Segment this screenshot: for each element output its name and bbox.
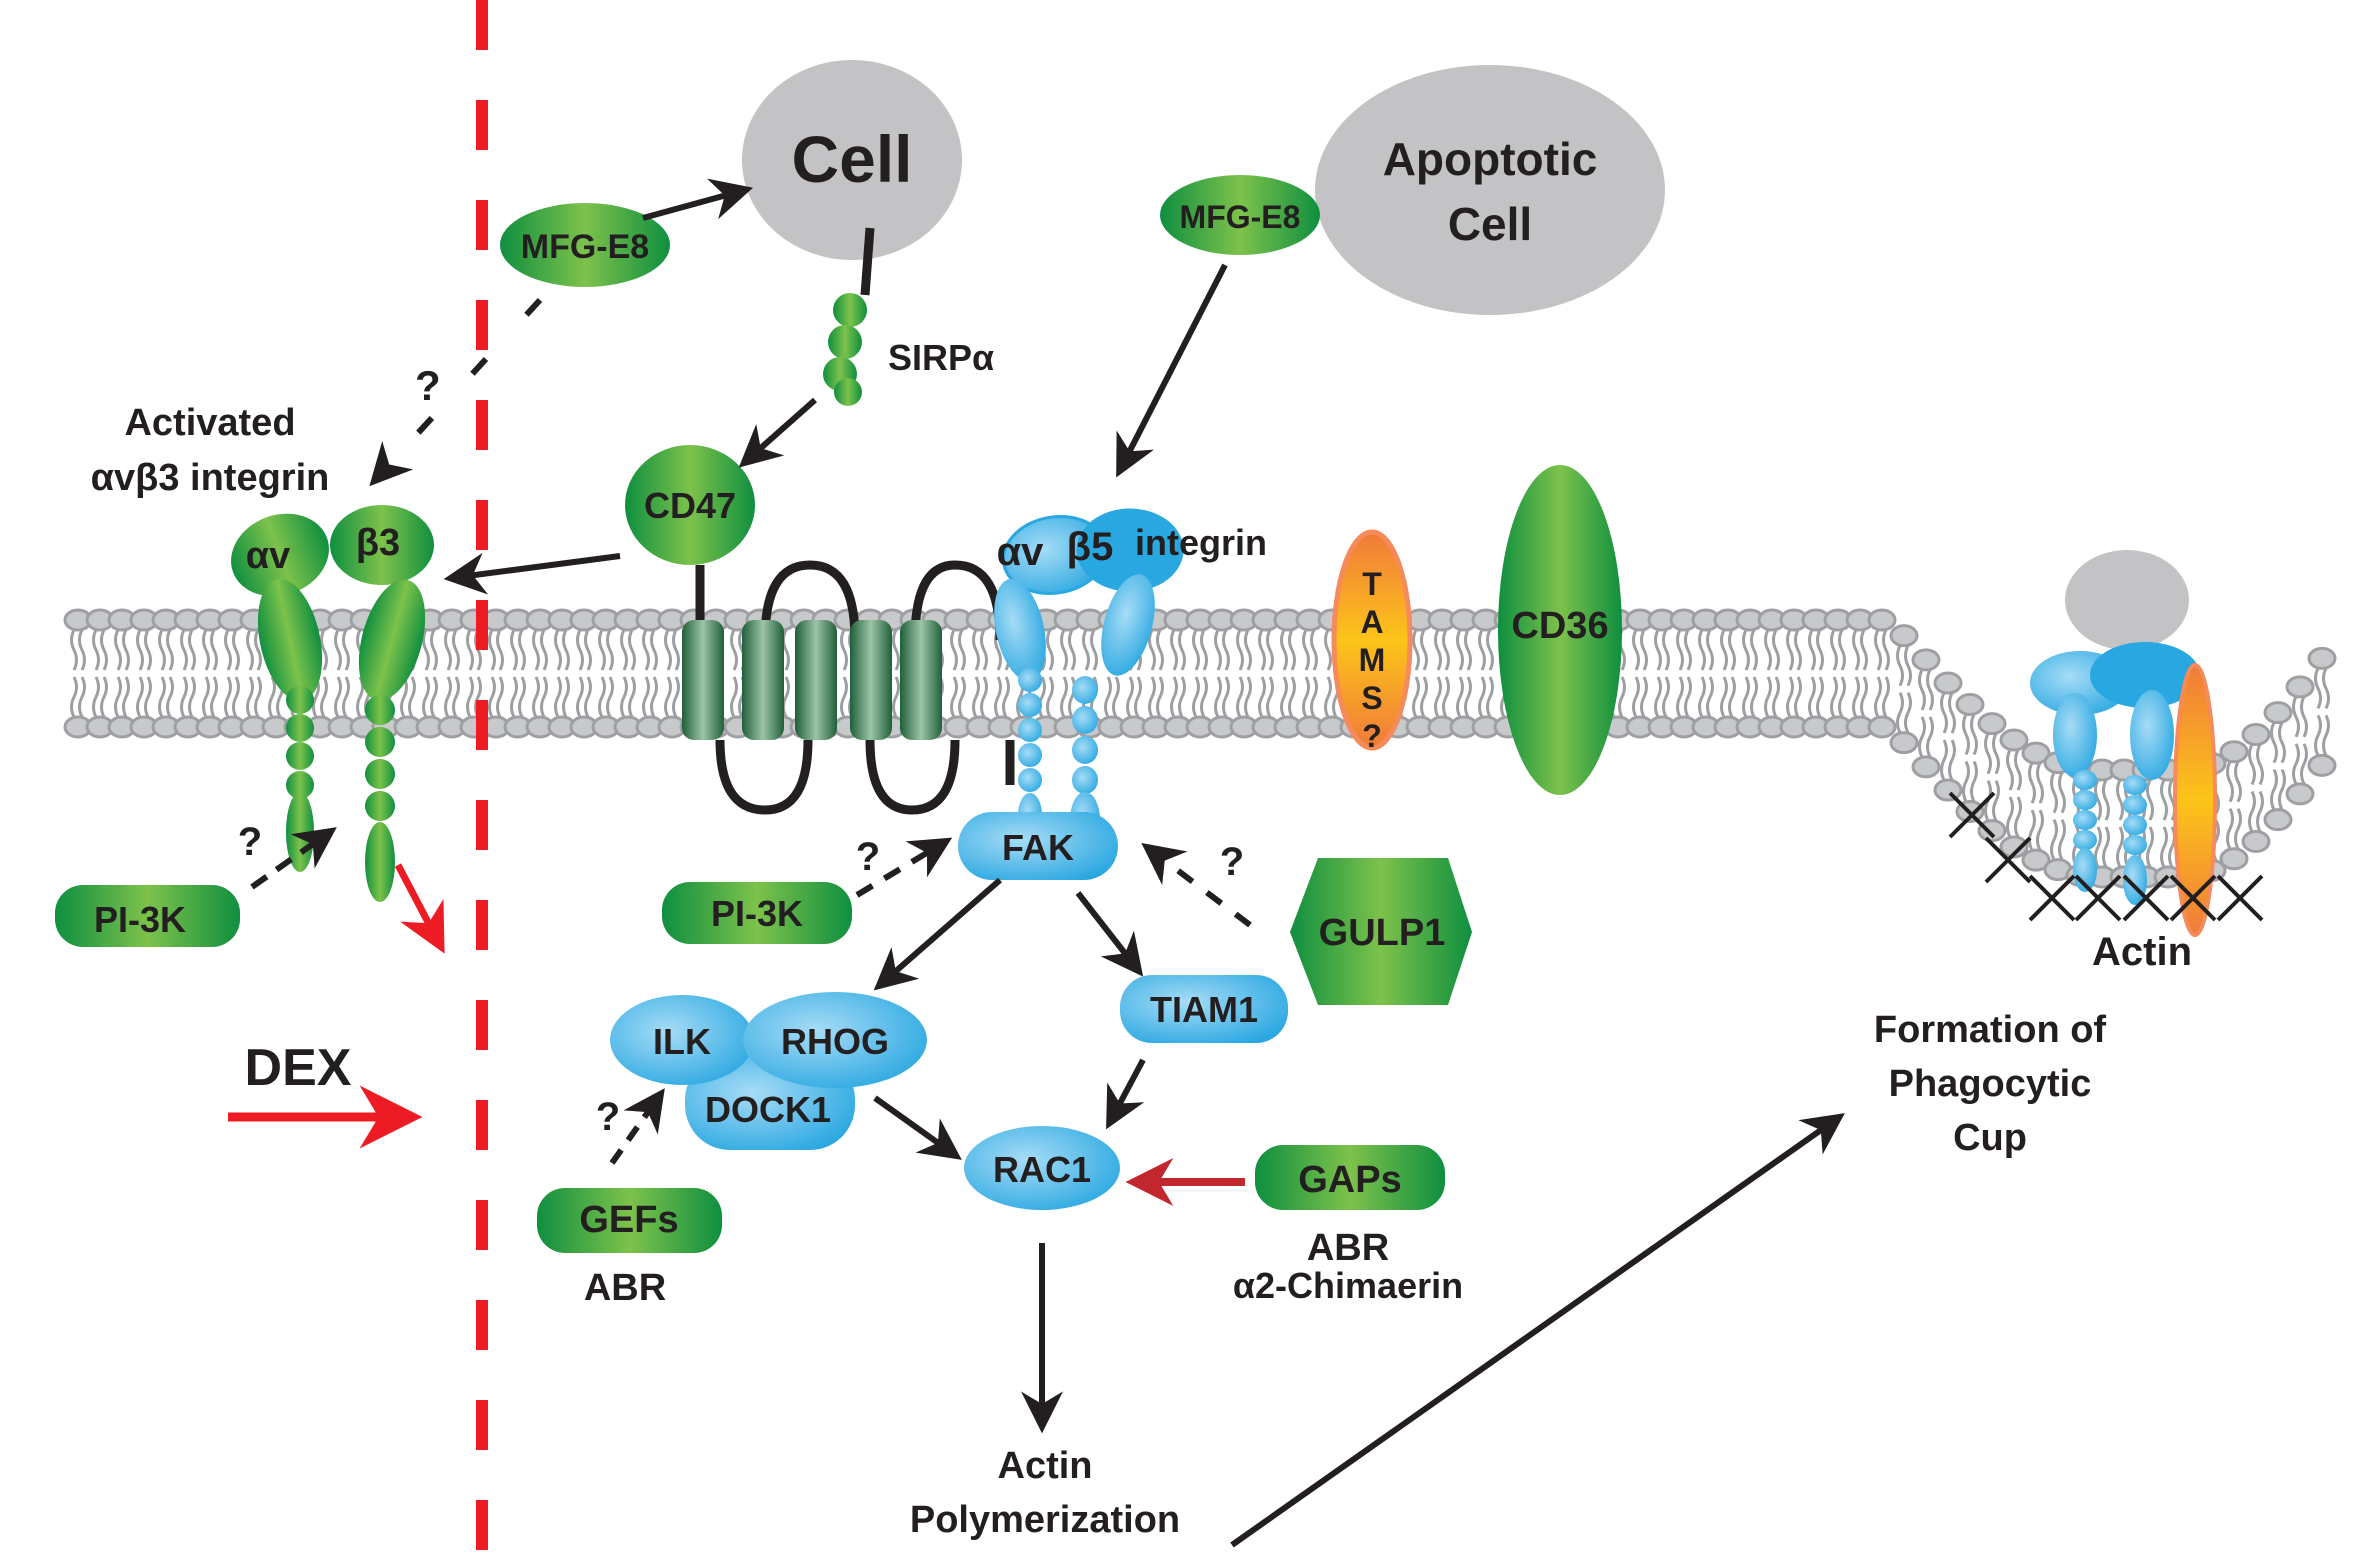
ilk-label: ILK: [653, 1021, 711, 1062]
gulp1: GULP1: [1290, 858, 1472, 1005]
tiam1: TIAM1: [1120, 975, 1288, 1043]
gaps: GAPs ABR α2-Chimaerin: [1233, 1145, 1463, 1306]
fak-label: FAK: [1002, 827, 1074, 868]
gaps-abr-label: ABR: [1307, 1227, 1389, 1269]
tams-letter: T: [1362, 566, 1382, 602]
dex-label: DEX: [245, 1039, 352, 1097]
apoptotic-cell-label: Cell: [1448, 198, 1532, 250]
arrow-cd47-to-integrin: [443, 552, 621, 595]
cd36: CD36: [1498, 465, 1622, 795]
arrow-actin-to-phagocytic-cup: [1230, 1113, 1845, 1548]
cell-label: Cell: [791, 122, 912, 196]
mfge8-left-label: MFG-E8: [521, 228, 649, 266]
cup-label: Cup: [1953, 1117, 2027, 1159]
arrow-pi3k-to-fak-dashed: [855, 837, 953, 898]
gefs-label: GEFs: [579, 1199, 678, 1241]
arrow-mfge8-to-cell: [642, 178, 754, 221]
integrin-label: integrin: [1135, 522, 1267, 563]
phagocytic-cup-structure: Actin: [1948, 550, 2264, 974]
tams-letter: M: [1359, 642, 1386, 678]
arrow-fak-to-ilk: [873, 877, 1002, 991]
activated-label: Activated: [124, 402, 295, 444]
mfge8-right-label: MFG-E8: [1180, 199, 1301, 235]
fak: FAK: [958, 812, 1118, 880]
question-mark: ?: [856, 835, 880, 879]
dock1-label: DOCK1: [705, 1089, 831, 1130]
apoptotic-cell: Apoptotic Cell: [1315, 65, 1665, 315]
arrow-tiam1-to-rac1: [1106, 1058, 1146, 1130]
cd36-label: CD36: [1511, 605, 1608, 647]
actin-polymerization-label: Actin: [998, 1445, 1093, 1487]
arrow-fak-to-tiam1: [1075, 891, 1144, 977]
sirpa-label: SIRPα: [888, 337, 994, 378]
cd47: CD47: [625, 445, 755, 565]
mfge8-right: MFG-E8: [1160, 175, 1320, 255]
beta3-label: β3: [356, 522, 400, 564]
gefs-abr-label: ABR: [584, 1267, 666, 1309]
alpha-v-blue-label: αv: [997, 530, 1045, 574]
arrow-dock1-to-rac1: [873, 1095, 962, 1160]
cell: Cell: [742, 60, 962, 296]
question-mark: ?: [238, 820, 262, 864]
apoptotic-label: Apoptotic: [1383, 133, 1598, 185]
pi3k-center-label: PI-3K: [711, 893, 803, 934]
rhog-label: RHOG: [781, 1021, 889, 1062]
avb3-integrin-label: αvβ3 integrin: [91, 457, 330, 499]
tams-letter: ?: [1362, 718, 1382, 754]
rac1-label: RAC1: [993, 1149, 1091, 1190]
gaps-label: GAPs: [1298, 1159, 1401, 1201]
gaps-chimaerin-label: α2-Chimaerin: [1233, 1265, 1463, 1306]
arrow-mfge8-to-integrin-dashed: [369, 297, 543, 487]
ilk-rhog-dock1-complex: ILK RHOG DOCK1: [610, 992, 927, 1150]
actin-label: Actin: [2092, 930, 2192, 974]
question-mark: ?: [415, 362, 441, 409]
tams-letter: A: [1360, 604, 1383, 640]
cd47-transmembrane: [682, 560, 1015, 815]
alpha-v-label: αv: [246, 535, 291, 577]
phagocytic-label: Phagocytic: [1889, 1063, 2092, 1105]
rac1: RAC1: [964, 1126, 1120, 1210]
question-mark: ?: [1220, 840, 1244, 884]
tiam1-label: TIAM1: [1150, 989, 1258, 1030]
arrow-gefs-to-dock1-dashed: [609, 1088, 665, 1165]
gefs: GEFs ABR: [537, 1188, 722, 1309]
lipid-bilayer: [63, 608, 2337, 889]
sirpa-receptor: SIRPα: [823, 293, 994, 406]
arrow-sirpa-to-cd47: [738, 397, 817, 468]
beta5-label: β5: [1067, 525, 1114, 569]
tams-receptor: T A M S ?: [1331, 529, 1413, 754]
arrow-red-integrin-effect: [394, 863, 445, 954]
avb5-integrin: αv β5 integrin: [994, 508, 1267, 848]
arrow-mfge8-to-avb5: [1116, 263, 1228, 478]
mfge8-left: MFG-E8: [500, 203, 670, 287]
tams-letter: S: [1361, 680, 1382, 716]
pi3k-left: PI-3K: [55, 885, 240, 947]
question-mark: ?: [596, 1095, 620, 1139]
pi3k-left-label: PI-3K: [94, 899, 186, 940]
pi3k-center: PI-3K: [662, 882, 852, 944]
polymerization-label: Polymerization: [910, 1499, 1180, 1541]
phagocytic-cup-label: Formation of: [1874, 1009, 2107, 1051]
arrow-pi3k-to-avb3-dashed: [250, 827, 337, 890]
cd47-label: CD47: [644, 485, 736, 526]
gulp1-label: GULP1: [1319, 912, 1446, 954]
